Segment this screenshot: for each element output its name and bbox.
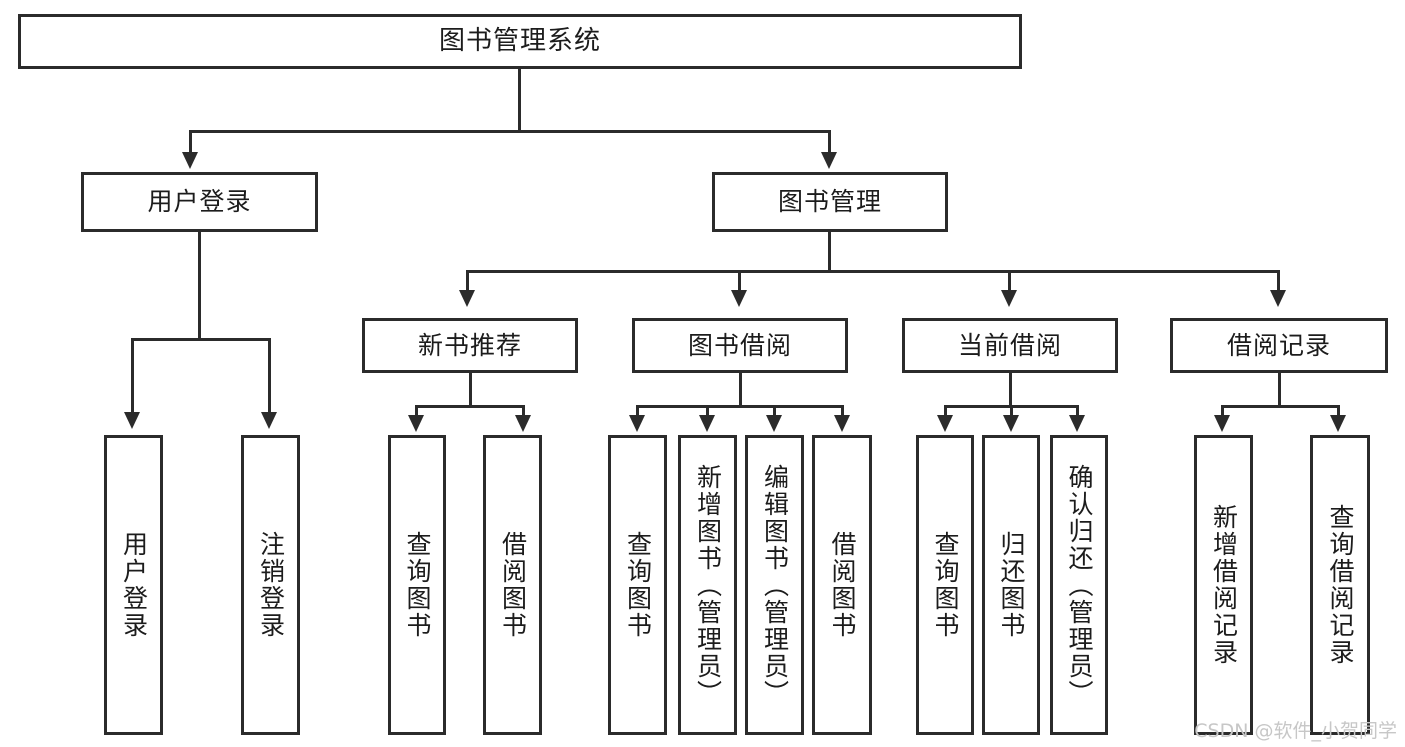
arrowhead-bb-child-4 xyxy=(834,415,850,432)
arrowhead-cb-child-2 xyxy=(1003,415,1019,432)
leaf-logout[interactable]: 注销登录 xyxy=(241,435,300,735)
leaf-confirm-return-admin[interactable]: 确认归还（管理员） xyxy=(1050,435,1108,735)
node-label: 查询图书 xyxy=(403,531,432,639)
arrowhead-user-login xyxy=(182,152,198,169)
connector-to-current-borrow xyxy=(1008,270,1011,292)
arrowhead-bb-child-3 xyxy=(766,415,782,432)
connector-to-borrow-record xyxy=(1277,270,1280,292)
leaf-borrow-book-recommend[interactable]: 借阅图书 xyxy=(483,435,542,735)
node-current-borrow[interactable]: 当前借阅 xyxy=(902,318,1118,373)
connector-root-stem xyxy=(518,69,521,130)
node-label: 借阅记录 xyxy=(1226,330,1331,360)
connector-to-new-book-recommend xyxy=(466,270,469,292)
node-system-root[interactable]: 图书管理系统 xyxy=(18,14,1022,69)
node-label: 注销登录 xyxy=(256,531,286,639)
node-book-borrow[interactable]: 图书借阅 xyxy=(632,318,848,373)
arrowhead-cb-child-1 xyxy=(937,415,953,432)
node-label: 借阅图书 xyxy=(498,531,528,639)
connector-book-manage-stem xyxy=(828,232,831,272)
arrowhead-br-child-2 xyxy=(1330,415,1346,432)
connector-br-child-1 xyxy=(1221,405,1224,417)
connector-bb-child-1 xyxy=(636,405,639,417)
leaf-add-borrow-record[interactable]: 新增借阅记录 xyxy=(1194,435,1253,735)
node-label: 用户登录 xyxy=(147,187,252,217)
connector-user-login-bus xyxy=(131,338,270,341)
node-label: 查询借阅记录 xyxy=(1326,504,1355,666)
connector-br-child-2 xyxy=(1337,405,1340,417)
arrowhead-nbr-child-1 xyxy=(408,415,424,432)
connector-book-borrow-bus xyxy=(636,405,844,408)
node-label: 编辑图书（管理员） xyxy=(760,463,790,707)
leaf-query-borrow-record[interactable]: 查询借阅记录 xyxy=(1310,435,1370,735)
leaf-query-book-current[interactable]: 查询图书 xyxy=(916,435,974,735)
connector-cb-child-1 xyxy=(944,405,947,417)
arrowhead-bb-child-2 xyxy=(699,415,715,432)
connector-current-borrow-stem xyxy=(1009,373,1012,407)
node-label: 新增借阅记录 xyxy=(1209,504,1239,666)
connector-cb-child-2 xyxy=(1010,405,1013,417)
arrowhead-br-child-1 xyxy=(1214,415,1230,432)
connector-to-leaf-logout xyxy=(268,338,271,414)
csdn-watermark: CSDN @软件_小贺同学 xyxy=(1194,720,1397,742)
node-label: 图书借阅 xyxy=(687,330,792,360)
leaf-user-login[interactable]: 用户登录 xyxy=(104,435,163,735)
leaf-add-book-admin[interactable]: 新增图书（管理员） xyxy=(678,435,737,735)
arrowhead-book-borrow xyxy=(731,290,747,307)
arrowhead-leaf-user-login xyxy=(124,412,140,429)
node-book-manage[interactable]: 图书管理 xyxy=(712,172,948,232)
leaf-query-book-borrow[interactable]: 查询图书 xyxy=(608,435,667,735)
arrowhead-cb-child-3 xyxy=(1069,415,1085,432)
connector-book-manage-bus xyxy=(466,270,1280,273)
arrowhead-new-book-recommend xyxy=(459,290,475,307)
connector-to-leaf-user-login xyxy=(131,338,134,414)
node-label: 查询图书 xyxy=(623,531,653,639)
connector-bb-child-2 xyxy=(706,405,709,417)
node-borrow-record[interactable]: 借阅记录 xyxy=(1170,318,1388,373)
connector-nbr-child-2 xyxy=(522,405,525,417)
connector-root-to-book-manage xyxy=(828,130,831,154)
connector-book-borrow-stem xyxy=(739,373,742,407)
node-new-book-recommend[interactable]: 新书推荐 xyxy=(362,318,578,373)
connector-new-book-recommend-stem xyxy=(469,373,472,407)
connector-nbr-child-1 xyxy=(415,405,418,417)
connector-cb-child-3 xyxy=(1076,405,1079,417)
arrowhead-bb-child-1 xyxy=(629,415,645,432)
node-label: 当前借阅 xyxy=(957,330,1062,360)
connector-root-bus xyxy=(189,130,831,133)
leaf-edit-book-admin[interactable]: 编辑图书（管理员） xyxy=(745,435,804,735)
node-label: 图书管理系统 xyxy=(438,26,601,57)
arrowhead-nbr-child-2 xyxy=(515,415,531,432)
connector-borrow-record-bus xyxy=(1221,405,1339,408)
connector-bb-child-3 xyxy=(773,405,776,417)
leaf-borrow-book[interactable]: 借阅图书 xyxy=(812,435,872,735)
connector-borrow-record-stem xyxy=(1278,373,1281,407)
leaf-query-book-recommend[interactable]: 查询图书 xyxy=(388,435,446,735)
leaf-return-book[interactable]: 归还图书 xyxy=(982,435,1040,735)
node-label: 查询图书 xyxy=(931,531,960,639)
node-user-login[interactable]: 用户登录 xyxy=(81,172,318,232)
arrowhead-current-borrow xyxy=(1001,290,1017,307)
connector-new-book-recommend-bus xyxy=(415,405,525,408)
arrowhead-book-manage xyxy=(821,152,837,169)
arrowhead-leaf-logout xyxy=(261,412,277,429)
node-label: 确认归还（管理员） xyxy=(1065,463,1094,707)
node-label: 借阅图书 xyxy=(828,531,857,639)
node-label: 用户登录 xyxy=(119,531,149,639)
connector-to-book-borrow xyxy=(738,270,741,292)
connector-root-to-user-login xyxy=(189,130,192,154)
connector-bb-child-4 xyxy=(841,405,844,417)
node-label: 新增图书（管理员） xyxy=(693,463,723,707)
node-label: 归还图书 xyxy=(997,531,1026,639)
node-label: 图书管理 xyxy=(777,187,882,217)
node-label: 新书推荐 xyxy=(417,330,522,360)
arrowhead-borrow-record xyxy=(1270,290,1286,307)
connector-user-login-stem xyxy=(198,232,201,340)
